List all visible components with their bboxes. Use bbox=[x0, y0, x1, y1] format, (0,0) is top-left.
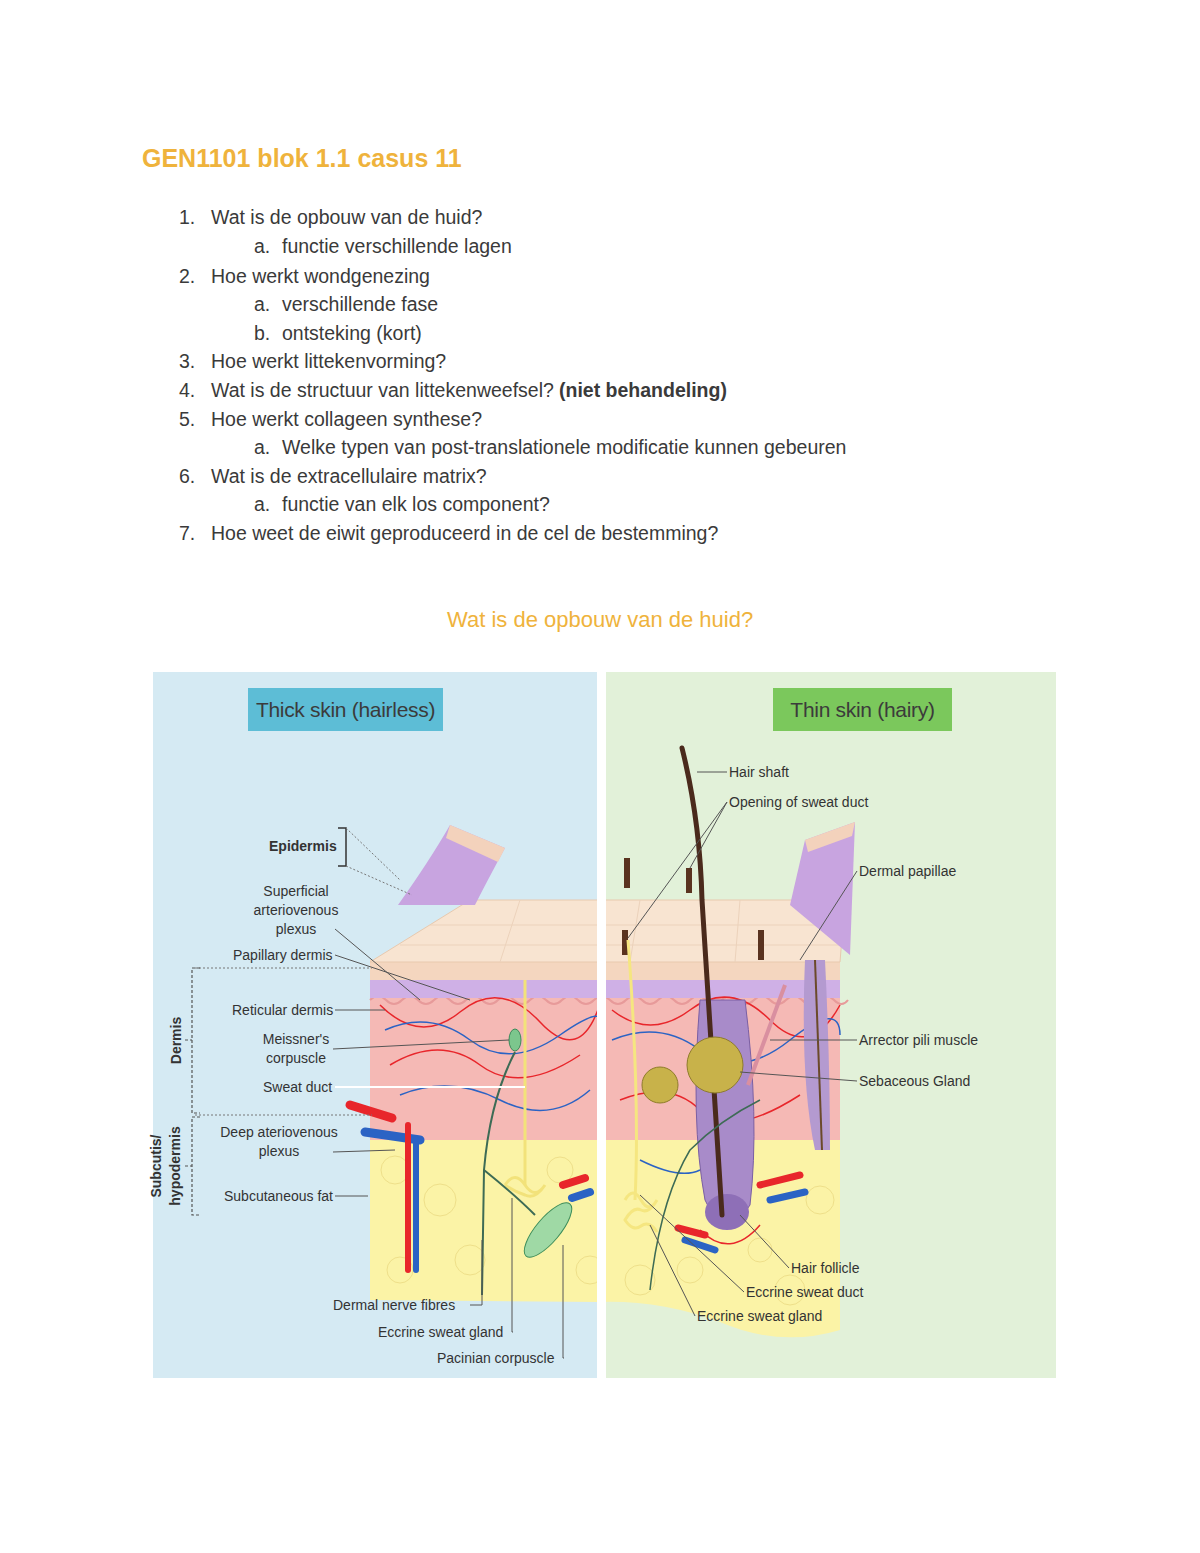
list-subitem: functie verschillende lagen bbox=[282, 234, 512, 258]
part-label: Hair shaft bbox=[729, 763, 789, 782]
part-label: Deep ateriovenous plexus bbox=[212, 1123, 346, 1161]
list-number: 3. bbox=[179, 349, 195, 373]
header-text: Thick skin (hairless) bbox=[256, 698, 435, 722]
list-number: 4. bbox=[179, 378, 195, 402]
part-label: Sebaceous Gland bbox=[859, 1072, 970, 1091]
list-subitem: ontsteking (kort) bbox=[282, 321, 422, 345]
part-label: Sweat duct bbox=[263, 1078, 332, 1097]
list-item: Wat is de structuur van littekenweefsel? bbox=[211, 378, 554, 402]
list-item: Wat is de extracellulaire matrix? bbox=[211, 464, 487, 488]
list-item: Hoe werkt littekenvorming? bbox=[211, 349, 446, 373]
part-label: Superficial arteriovenous plexus bbox=[246, 882, 346, 939]
list-letter: a. bbox=[254, 492, 270, 516]
layer-label: Subcutis/ hypodermis bbox=[147, 1123, 185, 1209]
part-label: Opening of sweat duct bbox=[729, 793, 868, 812]
list-subitem: Welke typen van post-translationele modi… bbox=[282, 435, 846, 459]
part-label: Eccrine sweat gland bbox=[697, 1307, 822, 1326]
list-letter: a. bbox=[254, 435, 270, 459]
list-number: 1. bbox=[179, 205, 195, 229]
part-label: Arrector pili muscle bbox=[859, 1031, 978, 1050]
list-item: Wat is de opbouw van de huid? bbox=[211, 205, 482, 229]
part-label: Epidermis bbox=[269, 837, 337, 856]
part-label: Papillary dermis bbox=[233, 946, 333, 965]
list-letter: a. bbox=[254, 234, 270, 258]
part-label: Reticular dermis bbox=[232, 1001, 333, 1020]
page-title: GEN1101 blok 1.1 casus 11 bbox=[142, 143, 462, 173]
part-label: Dermal nerve fibres bbox=[333, 1296, 455, 1315]
list-number: 6. bbox=[179, 464, 195, 488]
part-label: Eccrine sweat gland bbox=[378, 1323, 503, 1342]
part-label: Subcutaneous fat bbox=[224, 1187, 333, 1206]
part-label: Hair follicle bbox=[791, 1259, 859, 1278]
list-letter: a. bbox=[254, 292, 270, 316]
part-label: Pacinian corpuscle bbox=[437, 1349, 555, 1368]
header-text: Thin skin (hairy) bbox=[790, 698, 934, 722]
layer-label: Dermis bbox=[167, 1016, 186, 1063]
part-label: Eccrine sweat duct bbox=[746, 1283, 864, 1302]
list-item: Hoe weet de eiwit geproduceerd in de cel… bbox=[211, 521, 718, 545]
panel-header: Thin skin (hairy) bbox=[773, 688, 952, 731]
part-label: Meissner's corpuscle bbox=[251, 1030, 341, 1068]
part-label: Dermal papillae bbox=[859, 862, 956, 881]
list-letter: b. bbox=[254, 321, 270, 345]
section-heading: Wat is de opbouw van de huid? bbox=[447, 606, 753, 634]
panel-header: Thick skin (hairless) bbox=[248, 688, 443, 731]
list-number: 5. bbox=[179, 407, 195, 431]
list-number: 2. bbox=[179, 264, 195, 288]
list-number: 7. bbox=[179, 521, 195, 545]
list-note: (niet behandeling) bbox=[559, 378, 727, 402]
list-item: Hoe werkt collageen synthese? bbox=[211, 407, 482, 431]
list-subitem: functie van elk los component? bbox=[282, 492, 550, 516]
list-item: Hoe werkt wondgenezing bbox=[211, 264, 430, 288]
list-subitem: verschillende fase bbox=[282, 292, 438, 316]
